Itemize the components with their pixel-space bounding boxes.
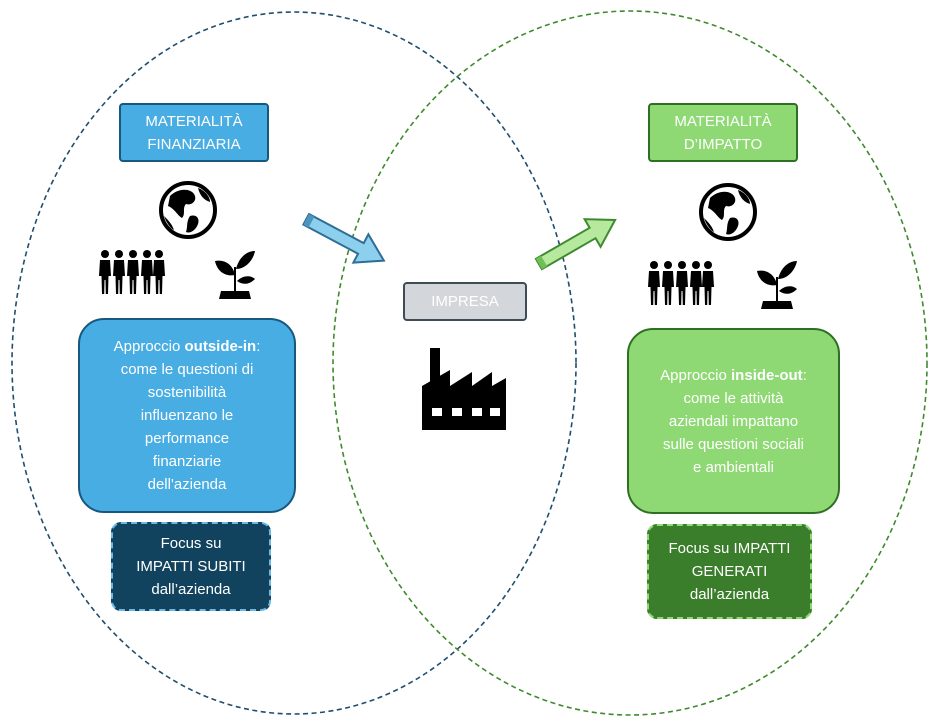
inside-out-approach-card: Approccio inside-out: come le attività a… [627,328,840,514]
people-group-icon [648,261,714,305]
approach-bold: inside-out [731,366,803,384]
approach-line: come le attività [683,389,784,407]
ellipse-financial [11,11,577,715]
globe-icon [159,181,217,239]
plant-sprout-icon [757,261,797,309]
arrow-up-right-icon [534,218,617,271]
approach-line: sostenibilità [147,384,227,401]
plant-sprout-icon [215,251,255,299]
approach-prefix: Approccio [113,338,185,355]
title-line: FINANZIARIA [147,135,241,153]
approach-line: come le questioni di [120,361,254,378]
approach-suffix: : [802,366,807,384]
title-line: MATERIALITÀ [674,112,772,130]
approach-line: e ambientali [693,458,774,476]
focus-impacts-generated-box: Focus su IMPATTI GENERATI dall’azienda [647,524,812,619]
title-line: D’IMPATTO [683,135,763,153]
company-label: IMPRESA [403,282,527,321]
approach-bold: outside-in [184,338,257,355]
approach-line: aziendali impattano [668,412,799,430]
globe-icon [699,183,757,241]
approach-line: performance [144,430,230,447]
focus-line: Focus su [160,535,222,552]
factory-icon [422,348,506,430]
focus-line: GENERATI [691,563,768,580]
focus-line: dall’azienda [689,586,770,603]
arrow-right-icon [301,212,386,264]
people-group-icon [99,250,165,294]
focus-line: IMPATTI SUBITI [136,558,246,575]
approach-prefix: Approccio [660,366,732,384]
outside-in-approach-card: Approccio outside-in: come le questioni … [78,318,296,513]
financial-materiality-label: MATERIALITÀ FINANZIARIA [119,103,269,162]
approach-line: sulle questioni sociali [663,435,804,453]
ellipse-impact [332,10,928,716]
approach-line: dell'azienda [147,476,227,493]
focus-line: dall’azienda [151,581,231,598]
approach-line: influenzano le [140,407,234,424]
focus-impacts-suffered-box: Focus su IMPATTI SUBITI dall’azienda [111,522,271,611]
approach-heading: Approccio outside-in: [114,335,261,358]
title-line: MATERIALITÀ [145,112,243,130]
impact-materiality-label: MATERIALITÀ D’IMPATTO [648,103,798,162]
approach-line: finanziarie [152,453,222,470]
focus-line: Focus su IMPATTI [668,540,791,557]
approach-heading: Approccio inside-out: [660,364,807,387]
approach-suffix: : [256,338,261,355]
